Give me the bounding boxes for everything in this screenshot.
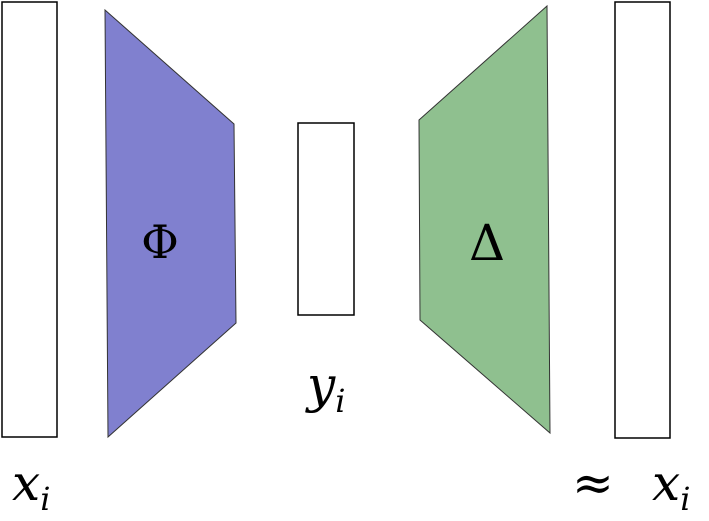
input-label-base: x	[12, 454, 40, 512]
output-approx-symbol: ≈	[572, 454, 614, 512]
encoder-trapezoid	[104, 8, 237, 439]
decoder-trapezoid	[418, 4, 551, 435]
latent-label: yi	[305, 356, 345, 420]
latent-label-subscript: i	[335, 382, 345, 420]
encoder-symbol: Φ	[141, 215, 179, 269]
output-label-base: x	[652, 454, 680, 512]
input-label-subscript: i	[40, 480, 50, 518]
output-vector-box	[614, 1, 671, 439]
latent-vector-box	[297, 122, 355, 316]
input-label: xi	[12, 454, 50, 518]
decoder-symbol: Δ	[469, 214, 505, 272]
output-label-subscript: i	[680, 480, 690, 518]
output-label: xi	[652, 454, 690, 518]
latent-label-base: y	[305, 356, 336, 414]
input-vector-box	[1, 1, 58, 438]
